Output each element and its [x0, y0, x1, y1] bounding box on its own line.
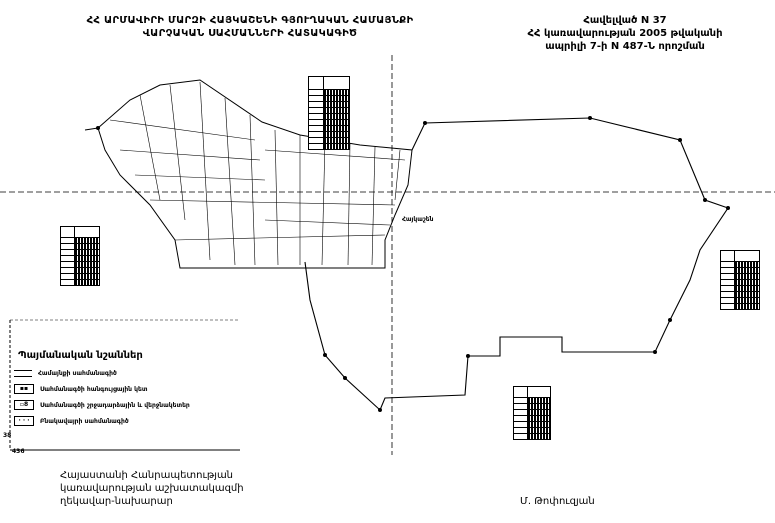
legend-item-label: Համայնքի սահմանագիծ — [38, 369, 117, 377]
legend-item-label: Սահմանագծի շրջադարձային և վերջնակետեր — [40, 401, 190, 409]
boundary-points — [96, 116, 730, 412]
boundary-west-end — [84, 127, 99, 131]
map-title: ՀՀ ԱՐՄԱՎԻՐԻ ՄԱՐԶԻ ՀԱՅԿԱՇԵՆԻ ԳՅՈՒՂԱԿԱՆ ՀԱ… — [60, 14, 440, 40]
signatory-position: Հայաստանի Հանրապետության կառավարության ա… — [60, 469, 244, 508]
coordinate-table-east — [720, 250, 760, 310]
legend-item: ▪▪ Սահմանագծի հանգույցային կետ — [14, 382, 214, 396]
footer-line-2: կառավարության աշխատակազմի — [60, 483, 244, 494]
annex-line-3: ապրիլի 7-ի N 487-Ն որոշման — [545, 41, 705, 52]
annex-line-1: Հավելված N 37 — [583, 15, 667, 26]
title-line-1: ՀՀ ԱՐՄԱՎԻՐԻ ՄԱՐԶԻ ՀԱՅԿԱՇԵՆԻ ԳՅՈՒՂԱԿԱՆ ՀԱ… — [86, 15, 414, 26]
turn-point-icon: ▫8 — [14, 400, 34, 410]
footer-line-1: Հայաստանի Հանրապետության — [60, 470, 234, 481]
annex-line-2: ՀՀ կառավարության 2005 թվականի — [527, 28, 723, 39]
street-grid — [109, 81, 406, 266]
corner-tick-y: 38 — [3, 432, 12, 439]
coordinate-table-north — [308, 76, 350, 150]
community-boundary — [304, 117, 729, 411]
corner-tick-x: 436 — [12, 448, 25, 455]
title-line-2: ՎԱՐՉԱԿԱՆ ՍԱՀՄԱՆՆԵՐԻ ՀԱՏԱԿԱԳԻԾ — [142, 28, 358, 39]
settlement-boundary — [97, 79, 413, 269]
legend-item: · · · Բնակավայրի սահմանագիծ — [14, 414, 214, 428]
legend-item-label: Սահմանագծի հանգույցային կետ — [40, 385, 148, 393]
village-label: Հայկաշեն — [402, 216, 434, 223]
coordinate-table-west — [60, 226, 100, 286]
signatory-name: Մ. Թոփուզյան — [520, 496, 595, 507]
node-point-icon: ▪▪ — [14, 384, 34, 394]
solid-line-icon — [14, 369, 32, 377]
legend-item: ▫8 Սահմանագծի շրջադարձային և վերջնակետեր — [14, 398, 214, 412]
annex-reference: Հավելված N 37 ՀՀ կառավարության 2005 թվակ… — [520, 14, 730, 53]
legend-title: Պայմանական նշաններ — [18, 350, 143, 361]
footer-line-3: ղեկավար-նախարար — [60, 496, 173, 507]
legend-item: Համայնքի սահմանագիծ — [14, 366, 214, 380]
coordinate-table-south — [513, 386, 551, 440]
legend-item-label: Բնակավայրի սահմանագիծ — [40, 417, 129, 425]
legend: Պայմանական նշաններ Համայնքի սահմանագիծ ▪… — [14, 350, 214, 430]
dashed-line-icon: · · · — [14, 416, 34, 426]
